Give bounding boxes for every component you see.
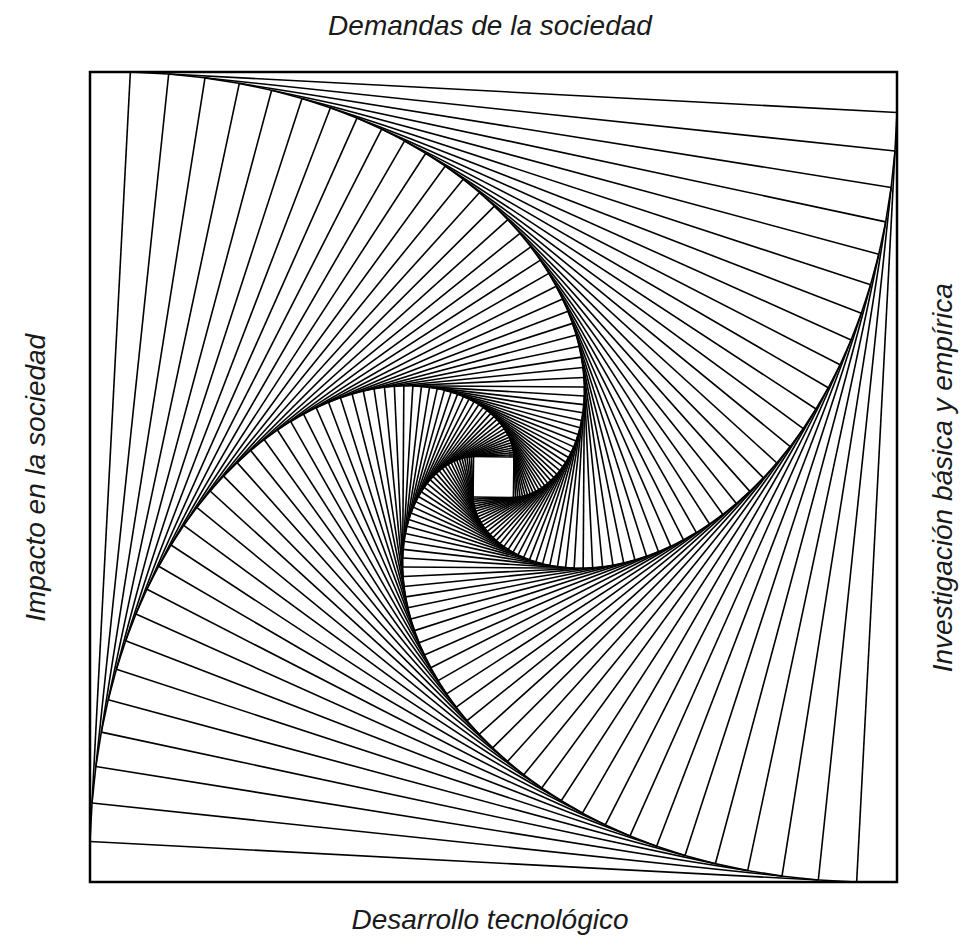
spiral-line [384, 387, 404, 586]
spiral-line [471, 455, 513, 457]
spiral-line [403, 568, 593, 577]
spiral-line [159, 141, 405, 566]
spiral-line [582, 388, 828, 813]
spiral-line [469, 457, 473, 502]
spiral-line [473, 497, 517, 501]
spiral-line [197, 507, 524, 774]
spiral-line [384, 368, 583, 388]
spiral-line [90, 72, 130, 842]
spiral-line [169, 74, 895, 151]
spiral-line [316, 408, 424, 655]
spiral-line [92, 803, 818, 880]
spiral-line [403, 549, 565, 567]
outer-square [90, 72, 897, 882]
spiral-line [542, 429, 804, 788]
side-label: Investigación básica y empírica [926, 279, 960, 676]
spiral-line [408, 563, 624, 608]
spiral-line [472, 456, 474, 497]
spiral-line [108, 90, 271, 699]
spiral-line [563, 299, 671, 546]
spiral-line [92, 74, 169, 803]
spiral-line [474, 497, 520, 504]
spiral-line [405, 141, 829, 388]
spiral-line [116, 98, 302, 669]
spiral-line [403, 386, 421, 549]
spiral-line [540, 260, 709, 524]
side-label: Desarrollo tecnológico [347, 903, 632, 937]
spiral-line [447, 524, 710, 694]
spiral-line [445, 166, 803, 429]
spiral-line [469, 453, 513, 457]
spiral-line [394, 377, 584, 386]
spiral-line [126, 641, 657, 847]
spiral-line [424, 546, 670, 655]
spiral-line [404, 567, 603, 587]
spiral-line [277, 260, 540, 430]
spiral-line [159, 566, 583, 813]
spiral-line [184, 525, 542, 788]
spiral-line [513, 450, 520, 497]
spiral-line [316, 299, 562, 408]
spiral-line [205, 78, 891, 188]
spiral-line [463, 179, 790, 446]
spiral-line [239, 83, 885, 222]
spiral-line [467, 450, 513, 457]
spiral-line [583, 368, 603, 567]
spiral-line [524, 447, 790, 775]
spiral-line [101, 732, 747, 871]
spiral-line [685, 285, 871, 856]
spiral-line [514, 455, 516, 498]
spiral-line [513, 457, 515, 498]
spiral-line [90, 842, 857, 883]
spiral-line [857, 113, 897, 883]
spiral-line [277, 430, 446, 694]
spiral-line [374, 357, 581, 389]
spiral-line [579, 346, 624, 563]
spiral-line [130, 72, 897, 113]
spiral-line [330, 108, 861, 314]
spiral-line [108, 700, 715, 864]
spiral-line [584, 377, 593, 567]
spiral-line [473, 496, 513, 498]
spiral-line [473, 497, 515, 499]
spiral-line [411, 560, 635, 619]
side-label: Impacto en la sociedad [19, 330, 53, 626]
spiral-line [520, 233, 736, 503]
spiral-line [394, 386, 403, 576]
spiral-line [576, 335, 635, 560]
spiral-line [116, 669, 685, 855]
spiral-line [184, 166, 446, 525]
spiral-line [421, 386, 583, 404]
spiral-line [748, 222, 886, 871]
spiral-line [514, 453, 518, 498]
spiral-line [657, 313, 862, 846]
spiral-line [352, 335, 576, 394]
spiral-line [782, 187, 891, 876]
spiral-line [374, 389, 406, 597]
spiral-line [363, 346, 579, 391]
spiral-line [251, 233, 520, 450]
spiral-line [467, 504, 736, 721]
spiral-line [352, 394, 411, 619]
spiral-line [251, 450, 467, 720]
spiral-line [818, 151, 895, 880]
spiral-line [471, 457, 473, 500]
side-label: Demandas de la sociedad [324, 9, 656, 43]
spiral-line [715, 254, 878, 863]
spiral-line [467, 457, 474, 504]
spiral-line [197, 179, 463, 507]
spiral-line [474, 456, 514, 458]
spiral-line [406, 565, 613, 597]
spiral-line [363, 391, 408, 608]
spiral-lines [90, 72, 897, 882]
spiral-line [96, 767, 782, 877]
spiral-line [566, 405, 584, 568]
spiral-line [96, 78, 205, 767]
spiral-line [581, 357, 613, 565]
spiral-line [272, 90, 879, 254]
spiral-line [302, 98, 871, 284]
spiral-line [101, 83, 239, 732]
spiral-line [126, 108, 331, 641]
